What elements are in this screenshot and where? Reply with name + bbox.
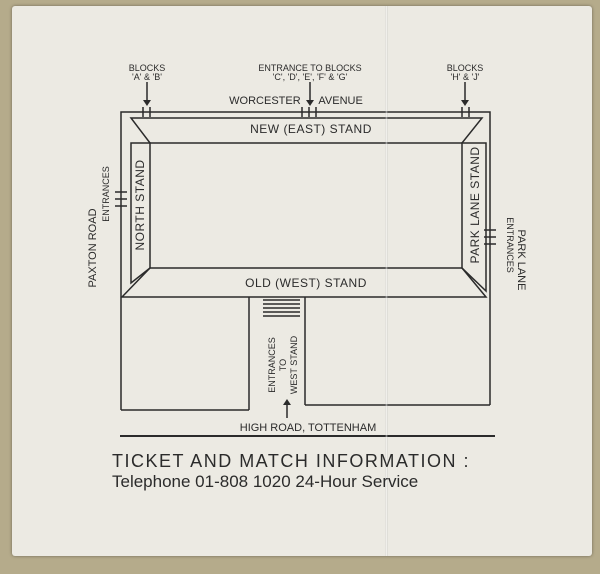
- street-west-label: PAXTON ROAD: [87, 208, 99, 287]
- old-west-stand-shape: [120, 267, 488, 298]
- west-stand-entrance-label-2: TO: [278, 359, 288, 371]
- west-stand-entrance-label-1: ENTRANCES: [267, 337, 277, 393]
- info-title: TICKET AND MATCH INFORMATION :: [112, 451, 471, 471]
- arrow-head-west-stand: [283, 399, 291, 405]
- new-east-stand-label: NEW (EAST) STAND: [250, 122, 372, 136]
- blocks-ab-label-1: BLOCKS: [129, 63, 166, 73]
- north-stand-label: NORTH STAND: [133, 159, 147, 250]
- boundary-north: [120, 111, 491, 158]
- street-south-label: HIGH ROAD, TOTTENHAM: [240, 422, 377, 434]
- blocks-cg-label-1: ENTRANCE TO BLOCKS: [258, 63, 361, 73]
- street-east-label: PARK LANE: [515, 230, 527, 291]
- blocks-hj-label-1: BLOCKS: [447, 63, 484, 73]
- street-north-label: WORCESTER AVENUE: [229, 95, 363, 107]
- ticket-card: [12, 6, 592, 556]
- west-stand-entrance-label-3: WEST STAND: [289, 335, 299, 394]
- arrow-head-cg: [306, 100, 314, 106]
- park-lane-stand-label: PARK LANE STAND: [468, 146, 482, 263]
- paper-fold-crease: [385, 6, 388, 556]
- entrance-west-label: ENTRANCES: [101, 166, 111, 222]
- arrow-head-ab: [143, 100, 151, 106]
- arrow-head-hj: [461, 100, 469, 106]
- blocks-hj-label-2: 'H' & 'J': [451, 72, 480, 82]
- blocks-ab-label-2: 'A' & 'B': [132, 72, 162, 82]
- telephone-line: Telephone 01-808 1020 24-Hour Service: [112, 472, 419, 491]
- entrance-east-label: ENTRANCES: [505, 217, 515, 273]
- park-lane-stand-shape: [461, 142, 487, 293]
- blocks-cg-label-2: 'C', 'D', 'E', 'F' & 'G': [273, 72, 348, 82]
- old-west-stand-label: OLD (WEST) STAND: [245, 276, 367, 290]
